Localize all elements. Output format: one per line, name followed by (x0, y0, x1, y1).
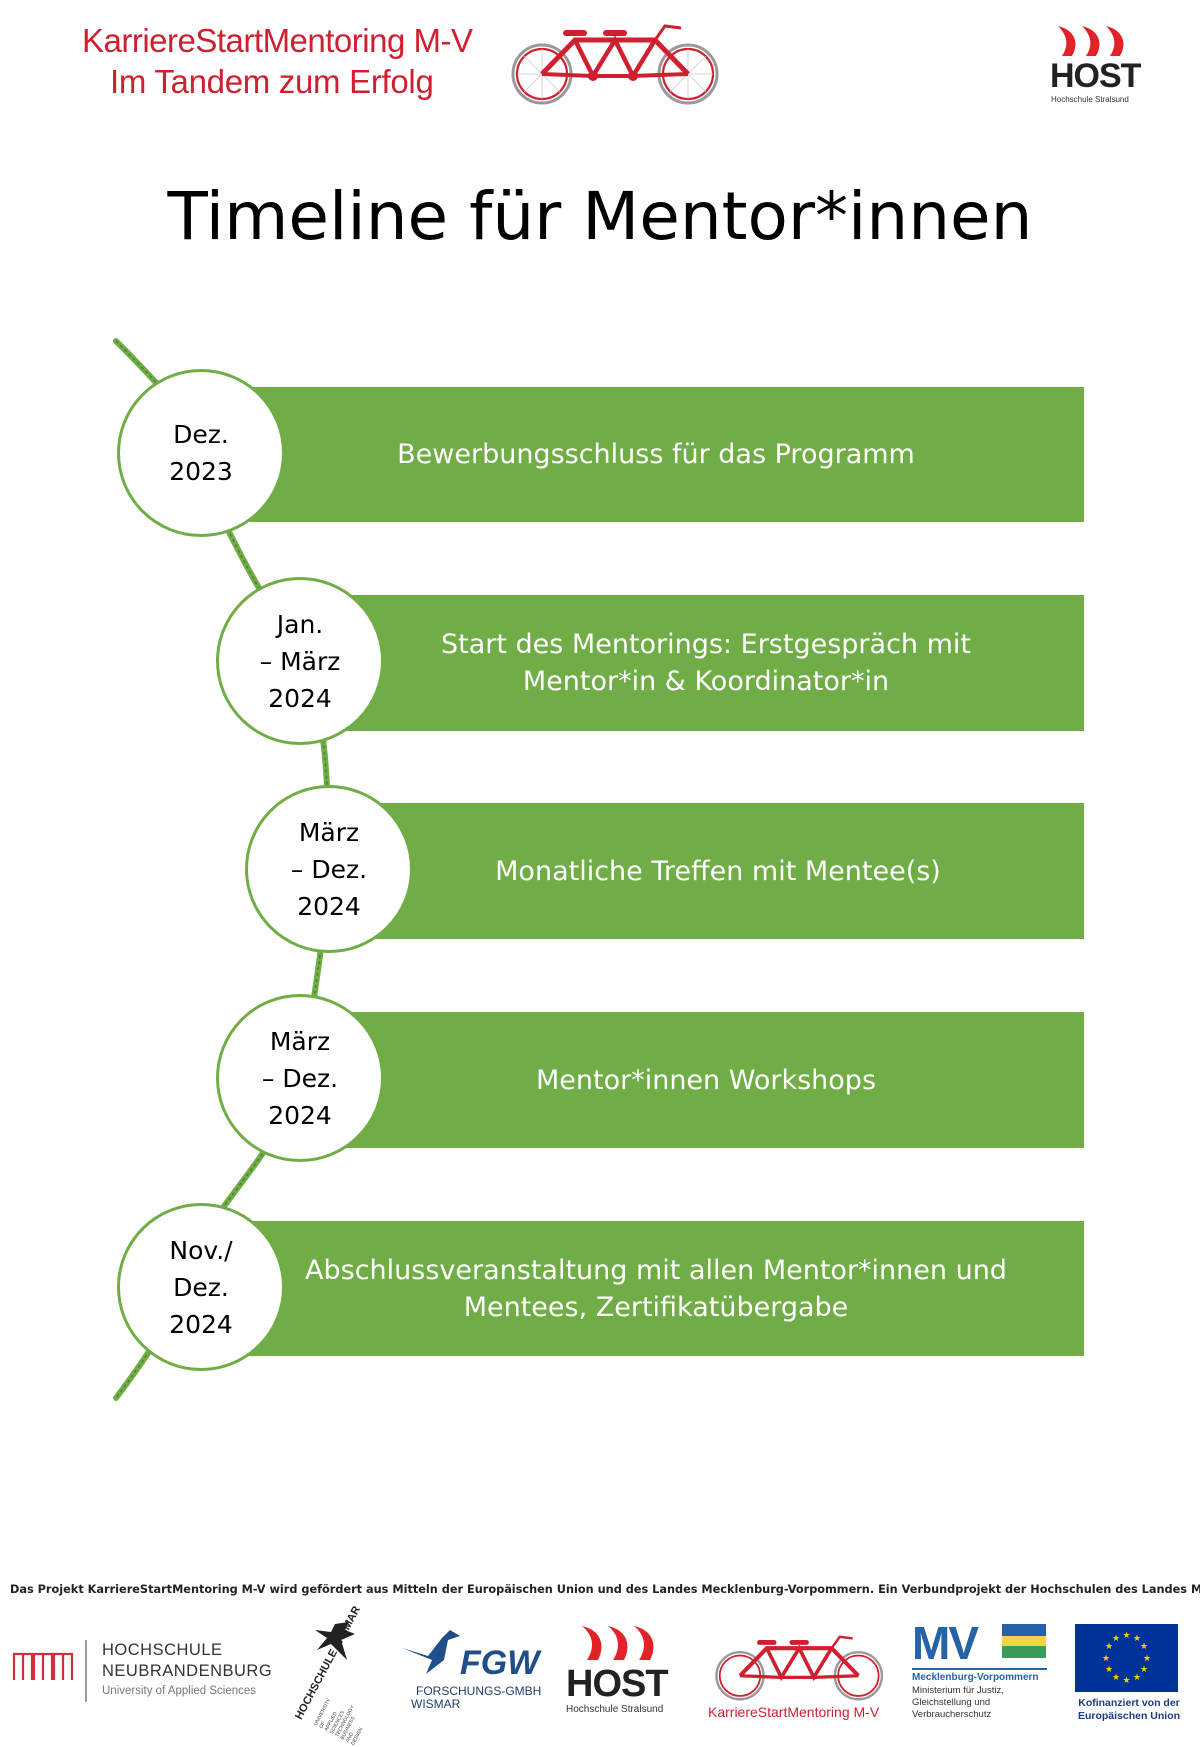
timeline-item-3-text: Monatliche Treffen mit Mentee(s) (495, 855, 941, 887)
timeline-item-5-date-circle: Nov./ Dez. 2024 (117, 1203, 285, 1371)
brand-title: KarriereStartMentoring M-V (82, 22, 473, 60)
svg-text:★: ★ (1122, 1676, 1130, 1686)
eu-logo: ★★★ ★★★ ★★★ ★★★ Kofinanziert von der Eur… (1068, 1624, 1192, 1724)
wismar-sub: UNIVERSITY OF APPLIED SCIENCES TECHNOLOG… (313, 1697, 365, 1747)
host-footer-word: HOST (566, 1663, 669, 1705)
svg-text:★: ★ (1112, 1673, 1120, 1683)
ksm-footer-tandem-icon (715, 1635, 884, 1701)
fgw-word: FGW (460, 1644, 540, 1682)
mv-divider (912, 1668, 1047, 1670)
svg-text:★: ★ (1112, 1634, 1120, 1644)
timeline-item-1-date-circle: Dez. 2023 (117, 369, 285, 537)
neubrandenburg-line3: University of Applied Sciences (102, 1685, 257, 1697)
neubrandenburg-line1: HOCHSCHULE (102, 1641, 223, 1659)
timeline-item-5-text: Abschlussveranstaltung mit allen Mentor*… (305, 1254, 1007, 1323)
eu-flag-icon: ★★★ ★★★ ★★★ ★★★ (1075, 1624, 1178, 1692)
timeline-item-4-text: Mentor*innen Workshops (535, 1064, 877, 1096)
mv-word: MV (912, 1617, 979, 1669)
timeline-item-4-date-circle: März – Dez. 2024 (216, 994, 384, 1162)
brand-title-part-a: KarriereStart (82, 22, 263, 59)
mv-line4: Verbraucherschutz (912, 1709, 992, 1720)
svg-text:★: ★ (1102, 1654, 1110, 1664)
neubrandenburg-line2: NEUBRANDENBURG (102, 1662, 273, 1680)
svg-text:★: ★ (1140, 1642, 1148, 1652)
host-logo-word: HOST (1050, 57, 1141, 95)
timeline-item-4-bar: Mentor*innen Workshops (328, 1012, 1084, 1148)
mv-flag-icon (1002, 1624, 1046, 1658)
wismar-figure-icon (315, 1622, 355, 1660)
svg-text:★: ★ (1105, 1642, 1113, 1652)
brand-title-part-b: Mentoring M-V (262, 22, 473, 59)
timeline-item-2-date-circle: Jan. – März 2024 (216, 577, 384, 745)
wismar-logo: HOCHSCHULE WISMAR UNIVERSITY OF APPLIED … (283, 1604, 373, 1746)
tandem-bicycle-icon (511, 24, 719, 105)
timeline-item-2-text: Start des Mentorings: Erstgespräch mit M… (440, 629, 971, 697)
fgw-line2: WISMAR (411, 1697, 461, 1711)
brand-slogan: Im Tandem zum Erfolg (110, 63, 434, 100)
fgw-logo: FGW FORSCHUNGS-GMBH WISMAR (398, 1626, 542, 1716)
eu-line2: Europäischen Union (1077, 1710, 1181, 1722)
red-sails-icon (1058, 26, 1124, 56)
host-logo: HOST Hochschule Stralsund (1050, 24, 1141, 106)
neubrandenburg-logo: HOCHSCHULE NEUBRANDENBURG University of … (12, 1636, 277, 1711)
svg-text:★: ★ (1122, 1631, 1130, 1641)
timeline-item-3-bar: Monatliche Treffen mit Mentee(s) (352, 803, 1084, 939)
svg-text:★: ★ (1143, 1654, 1151, 1664)
host-footer-sub: Hochschule Stralsund (566, 1704, 664, 1715)
page-title: Timeline für Mentor*innen (167, 178, 1033, 255)
mv-ministry-logo: MV Mecklenburg-Vorpommern Ministerium fü… (912, 1617, 1052, 1722)
timeline-item-2-bar: Start des Mentorings: Erstgespräch mit M… (328, 595, 1084, 731)
timeline-item-1-bar: Bewerbungsschluss für das Programm (228, 387, 1084, 522)
ksm-footer-text: KarriereStartMentoring M-V (708, 1704, 879, 1720)
neubrandenburg-emblem-icon (12, 1652, 74, 1680)
timeline-item-5-date: Nov./ Dez. 2024 (169, 1235, 233, 1339)
ksm-footer-text-a: KarriereStart (708, 1704, 788, 1720)
timeline-item-2-date: Jan. – März 2024 (259, 609, 341, 713)
timeline-item-4-date: März – Dez. 2024 (261, 1026, 339, 1130)
fgw-bird-icon (402, 1630, 460, 1674)
eu-line1: Kofinanziert von der (1078, 1697, 1180, 1709)
svg-text:★: ★ (1105, 1665, 1113, 1675)
host-footer-logo: HOST Hochschule Stralsund (566, 1624, 671, 1715)
mv-line3: Gleichstellung und (912, 1697, 991, 1708)
fgw-line1: FORSCHUNGS-GMBH (416, 1684, 542, 1698)
timeline-item-3-date-circle: März – Dez. 2024 (245, 785, 413, 953)
host-logo-sub: Hochschule Stralsund (1051, 95, 1129, 104)
ksm-footer-logo: KarriereStartMentoring M-V (706, 1630, 896, 1720)
host-footer-sails-icon (582, 1626, 654, 1660)
svg-text:★: ★ (1140, 1665, 1148, 1675)
timeline-item-3-date: März – Dez. 2024 (290, 817, 368, 921)
neubrandenburg-divider (85, 1640, 87, 1702)
mv-line2: Ministerium für Justiz, (912, 1685, 1004, 1696)
svg-text:★: ★ (1133, 1634, 1141, 1644)
timeline-item-1-text: Bewerbungsschluss für das Programm (397, 439, 915, 470)
ksm-footer-text-b: Mentoring M-V (787, 1704, 880, 1720)
svg-text:★: ★ (1133, 1673, 1141, 1683)
timeline-item-1-date: Dez. 2023 (169, 420, 233, 486)
mv-line1: Mecklenburg-Vorpommern (912, 1672, 1039, 1683)
funding-notice: Das Projekt KarriereStartMentoring M-V w… (10, 1583, 1200, 1596)
timeline-item-5-bar: Abschlussveranstaltung mit allen Mentor*… (228, 1221, 1084, 1356)
